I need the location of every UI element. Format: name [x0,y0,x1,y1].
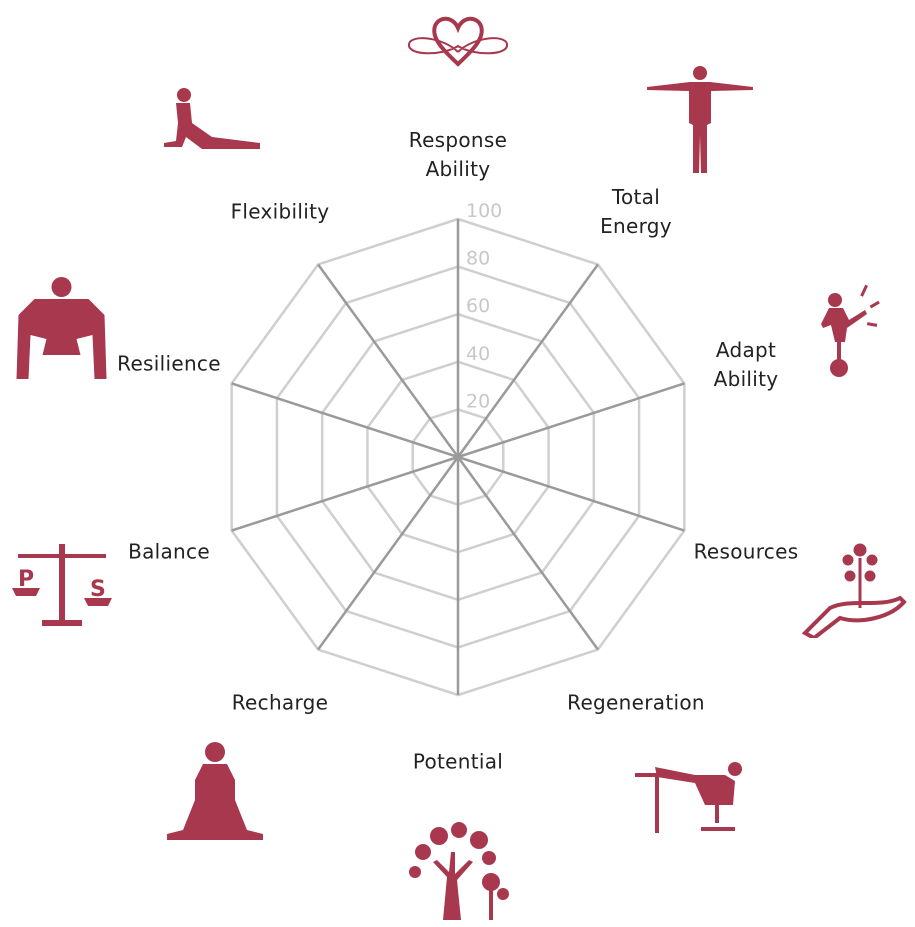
axis-label-resources: Resources [693,539,799,564]
svg-text:P: P [18,567,34,592]
hand-sapling-icon [801,543,907,638]
unicycle-juggler-icon [821,284,880,377]
meditation-icon [167,742,263,840]
sumo-wrestler-icon [16,277,107,379]
axis-spoke [231,382,459,459]
tick-label-100: 100 [466,200,502,222]
yoga-cobra-icon [164,88,260,149]
heart-infinity-icon [408,16,508,67]
axis-spoke [457,455,685,532]
axis-spoke [317,263,460,458]
tree-icon [409,822,509,920]
axis-label-flexibility: Flexibility [230,199,330,224]
axis-label-potential: Potential [412,749,504,774]
tick-label-80: 80 [466,248,490,270]
axis-spoke [317,456,460,651]
svg-text:S: S [90,577,106,602]
man-arms-out-icon [647,66,753,173]
tick-label-60: 60 [466,295,490,317]
axis-spoke [456,456,599,651]
tick-label-20: 20 [466,390,490,412]
axis-label-regeneration: Regeneration [567,690,705,715]
axis-label-recharge: Recharge [231,690,329,715]
axis-spoke [457,382,685,459]
man-feet-on-desk-icon [635,762,742,833]
axis-label-balance: Balance [128,539,210,564]
axis-spoke [231,455,459,532]
tick-label-40: 40 [466,343,490,365]
axis-spoke [456,263,599,458]
axis-label-resilience: Resilience [117,351,221,376]
balance-scale-icon: P S [12,544,112,626]
